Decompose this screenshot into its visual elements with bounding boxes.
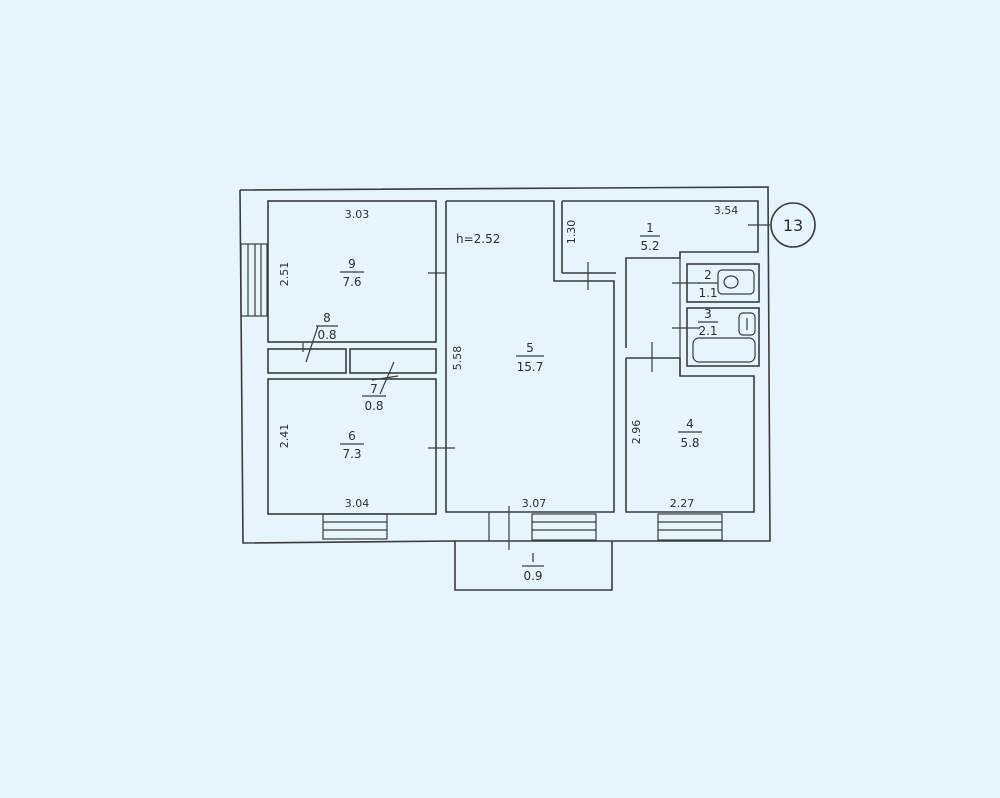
room-number: 2 xyxy=(704,268,712,282)
dimension-label: 2.41 xyxy=(278,424,291,449)
room-8-leader xyxy=(305,325,319,363)
room-1-walls xyxy=(562,200,759,348)
outer-walls xyxy=(239,186,771,591)
dimension-label: 2.96 xyxy=(630,420,643,445)
room-2-label: 2 1.1 xyxy=(698,268,718,300)
room-7-label: 7 0.8 xyxy=(362,382,386,413)
room-number: 4 xyxy=(686,417,694,431)
room-5-label: 5 15.7 xyxy=(516,341,544,374)
balcony-label: I 0.9 xyxy=(522,551,544,583)
room-number: I xyxy=(531,551,535,565)
room-area: 0.8 xyxy=(317,328,336,342)
toilet-icon xyxy=(717,269,755,295)
room-area: 5.8 xyxy=(680,436,699,450)
room-1-label: 1 5.2 xyxy=(640,221,660,253)
room-number: 8 xyxy=(323,311,331,325)
ceiling-height-label: h=2.52 xyxy=(456,232,500,246)
room-area: 15.7 xyxy=(517,360,544,374)
dimension-label: 3.04 xyxy=(345,497,370,510)
room-area: 2.1 xyxy=(698,324,717,338)
toilet-bowl-icon xyxy=(723,275,739,289)
room-area: 7.3 xyxy=(342,447,361,461)
room-4-label: 4 5.8 xyxy=(678,417,702,450)
room-number: 6 xyxy=(348,429,356,443)
apartment-number-badge xyxy=(770,202,816,248)
room-area: 1.1 xyxy=(698,286,717,300)
room-number: 9 xyxy=(348,257,356,271)
room-number: 3 xyxy=(704,307,712,321)
room-number: 5 xyxy=(526,341,534,355)
room-3 xyxy=(672,258,760,375)
dimension-label: 1.30 xyxy=(565,220,578,245)
steps-outline xyxy=(240,243,268,317)
dimension-label: 3.54 xyxy=(714,204,739,217)
room-5-walls xyxy=(445,200,615,513)
room-number: 7 xyxy=(370,382,378,396)
closets xyxy=(267,325,437,395)
dimension-label: 3.07 xyxy=(522,497,547,510)
room-7-walls xyxy=(349,348,437,374)
dimension-label: 3.03 xyxy=(345,208,370,221)
dimension-label: 2.27 xyxy=(670,497,695,510)
room-5 xyxy=(445,200,615,550)
room-2 xyxy=(672,263,760,303)
dimension-label: 2.51 xyxy=(278,262,291,287)
room-3-label: 3 2.1 xyxy=(698,307,718,338)
room-9 xyxy=(267,200,446,343)
room-6-label: 6 7.3 xyxy=(340,429,364,461)
room-area: 0.9 xyxy=(523,569,542,583)
dimension-label: 5.58 xyxy=(451,346,464,371)
room-4 xyxy=(625,342,755,541)
room-9-label: 9 7.6 xyxy=(340,257,364,289)
room-area: 7.6 xyxy=(342,275,361,289)
room-8-walls xyxy=(267,348,347,374)
room-1 xyxy=(561,200,770,348)
bathtub-icon xyxy=(692,337,756,363)
sink-icon xyxy=(738,312,756,336)
room-number: 1 xyxy=(646,221,654,235)
entrance-steps xyxy=(240,243,268,317)
room-3-walls xyxy=(686,307,760,367)
room-area: 5.2 xyxy=(640,239,659,253)
room-6 xyxy=(267,378,455,540)
room-6-window xyxy=(322,513,388,540)
apartment-number: 13 xyxy=(783,216,803,235)
room-4-walls xyxy=(625,357,755,513)
room-area: 0.8 xyxy=(364,399,383,413)
room-5-window xyxy=(531,513,597,541)
room-4-window xyxy=(657,513,723,541)
room-9-walls xyxy=(267,200,437,343)
outer-wall-outline xyxy=(239,186,771,591)
room-8-label: 8 0.8 xyxy=(316,311,338,342)
